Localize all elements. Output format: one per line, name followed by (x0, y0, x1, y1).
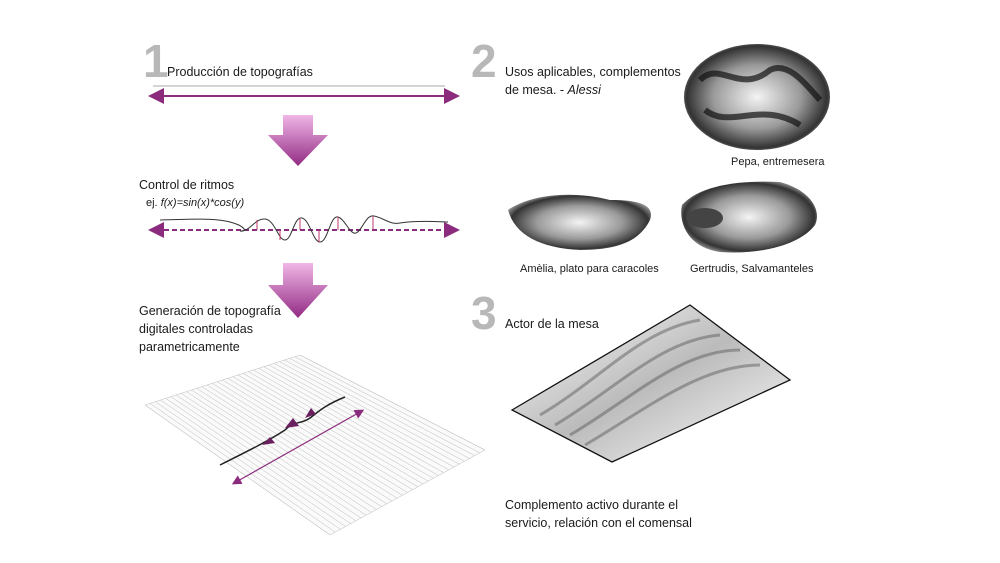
table-waves (539, 318, 761, 447)
product-caption-gertrudis: Gertrudis, Salvamanteles (690, 263, 814, 275)
mesh-line (279, 361, 465, 462)
mesh-line (289, 358, 475, 456)
mesh-arrow (231, 409, 365, 485)
section2-title-prefix: de mesa. - (505, 83, 568, 97)
caption-line: Complemento activo durante el (505, 498, 679, 512)
section3-title: Actor de la mesa (505, 317, 599, 331)
section2-title-line: de mesa. - Alessi (505, 81, 681, 99)
mesh-line (274, 363, 460, 465)
generation-line: Generación de topografía (139, 304, 281, 318)
formula: ej. f(x)=sin(x)*cos(y) (146, 197, 244, 209)
gertrudis-shadow (687, 208, 723, 228)
down-arrow-icon (268, 263, 328, 318)
amplitude-markers (256, 216, 374, 242)
mesh-line (294, 356, 480, 454)
amelia-product-image (508, 194, 651, 250)
brand-name: Alessi (567, 83, 601, 97)
step-number-1: 1 (143, 35, 169, 87)
topography-mesh (144, 354, 486, 536)
generation-line: digitales controladas (139, 322, 253, 336)
generation-text: Generación de topografía digitales contr… (139, 302, 281, 356)
formula-expression: f(x)=sin(x)*cos(y) (160, 197, 245, 209)
section2-title-line: Usos aplicables, complementos (505, 65, 681, 79)
gertrudis-product-image (681, 181, 817, 253)
section1-title: Producción de topografías (167, 65, 313, 79)
caption-line: servicio, relación con el comensal (505, 516, 692, 530)
product-caption-pepa: Pepa, entremesera (731, 156, 825, 168)
rhythm-title: Control de ritmos (139, 178, 235, 192)
mesh-line (299, 354, 486, 451)
down-arrow-icon (268, 115, 328, 166)
section2-title: Usos aplicables, complementos de mesa. -… (505, 63, 681, 99)
pepa-product-image (684, 44, 830, 150)
section3-caption: Complemento activo durante el servicio, … (505, 496, 692, 532)
generation-line: parametricamente (139, 340, 240, 354)
formula-prefix: ej. (146, 197, 158, 209)
mesh-line (284, 359, 470, 459)
pepa-reflections (697, 65, 823, 128)
sine-wave (159, 215, 449, 243)
product-caption-amelia: Amèlia, plato para caracoles (520, 263, 659, 275)
step-number-3: 3 (471, 287, 497, 339)
table-image (510, 304, 792, 463)
step-number-2: 2 (471, 35, 497, 87)
